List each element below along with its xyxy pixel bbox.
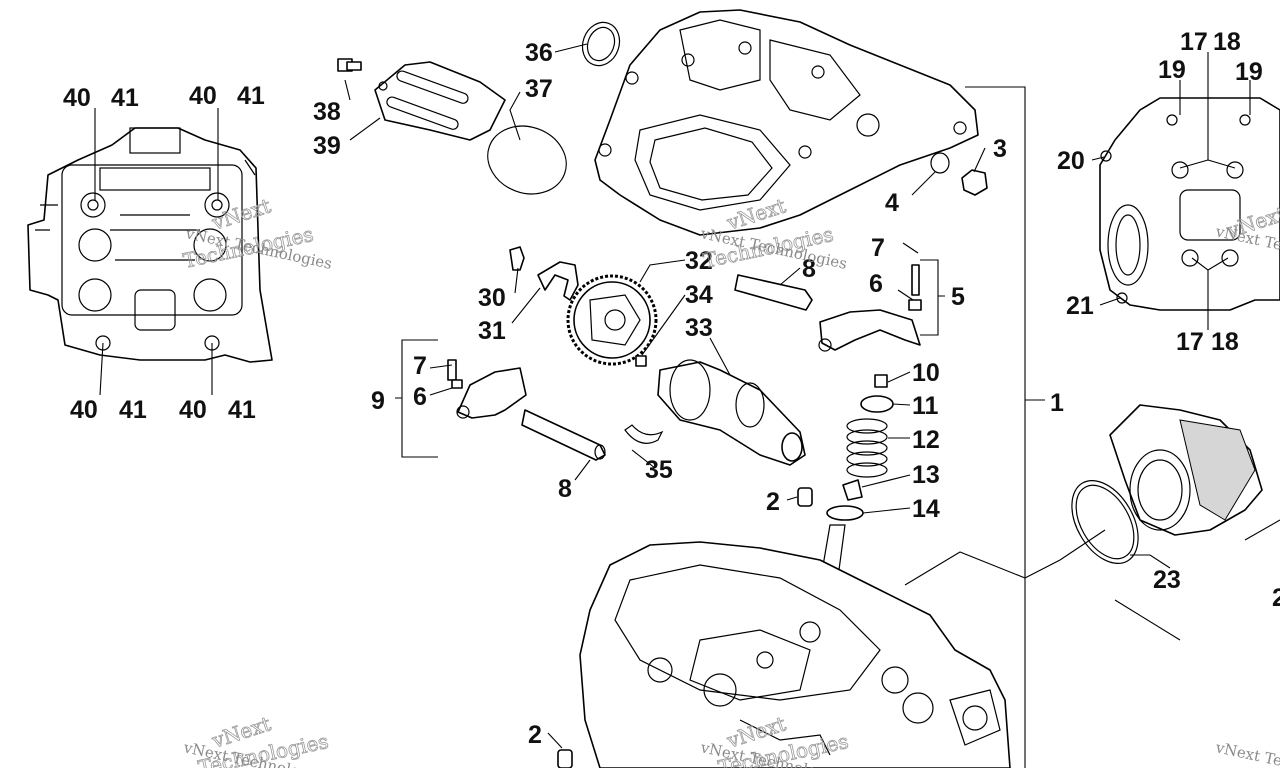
- callout-17-top: 17: [1180, 28, 1208, 56]
- callout-40-bottom-right: 40: [179, 396, 207, 424]
- dowel-2-top: [797, 487, 813, 507]
- callout-40-top-left: 40: [63, 84, 91, 112]
- callout-2-top: 2: [766, 488, 780, 516]
- callout-11: 11: [912, 392, 939, 420]
- callout-8-left: 8: [558, 475, 572, 503]
- cam-sprocket: [566, 274, 658, 366]
- leader-lines: [344, 43, 1280, 768]
- callout-40-top-right: 40: [189, 82, 217, 110]
- callout-37: 37: [525, 75, 553, 103]
- intake-boot: [1109, 404, 1263, 536]
- rocker-arm-right: [818, 264, 922, 352]
- callout-19-left: 19: [1158, 56, 1186, 84]
- callout-38: 38: [313, 98, 341, 126]
- keeper-10: [874, 374, 888, 388]
- callout-32: 32: [685, 247, 713, 275]
- callout-9: 9: [371, 387, 385, 415]
- o-ring-36: [581, 21, 621, 67]
- callout-41-bottom-right: 41: [228, 396, 256, 424]
- plate-31: [537, 261, 579, 301]
- bolt-30: [509, 246, 525, 271]
- callout-17-bottom: 17: [1176, 328, 1204, 356]
- shaft-8-right: [734, 274, 813, 311]
- callout-13: 13: [912, 461, 940, 489]
- callout-19-right: 19: [1235, 58, 1263, 86]
- callout-18-top: 18: [1213, 28, 1241, 56]
- gasket-37: [487, 125, 567, 195]
- seal-13: [842, 479, 863, 501]
- callout-41-top-left: 41: [111, 84, 139, 112]
- callout-33: 33: [685, 314, 713, 342]
- callout-18-bottom: 18: [1211, 328, 1239, 356]
- callout-31: 31: [478, 317, 506, 345]
- callout-21: 21: [1066, 292, 1094, 320]
- callout-34: 34: [685, 281, 713, 309]
- callout-41-top-right: 41: [237, 82, 265, 110]
- callout-8-right: 8: [802, 255, 816, 283]
- pin-34: [635, 355, 647, 367]
- plug-3: [961, 169, 988, 196]
- callout-12: 12: [912, 426, 940, 454]
- clip-35: [624, 424, 664, 444]
- inset-intake-side: [1099, 97, 1280, 311]
- cylinder-head: [579, 541, 1011, 768]
- callout-10: 10: [912, 359, 940, 387]
- clamp-23: [1071, 479, 1139, 565]
- callout-2-partial: 2: [1272, 584, 1280, 612]
- callout-23: 23: [1153, 566, 1181, 594]
- callout-2-bottom: 2: [528, 721, 542, 749]
- cover-plate: [337, 58, 506, 141]
- callout-4: 4: [885, 189, 899, 217]
- shaft-8-left: [521, 409, 606, 461]
- watermark-caption: vNext Technologies: [1213, 738, 1280, 768]
- callout-30: 30: [478, 284, 506, 312]
- dowel-2-bottom: [557, 749, 573, 768]
- retainer-11: [860, 395, 894, 413]
- callout-1: 1: [1050, 389, 1064, 417]
- callout-7-right: 7: [871, 234, 885, 262]
- callout-6-left: 6: [413, 383, 427, 411]
- callout-20: 20: [1057, 147, 1085, 175]
- valve-cover: [594, 9, 979, 236]
- callout-7-left: 7: [413, 352, 427, 380]
- callout-35: 35: [645, 456, 673, 484]
- washer-4: [930, 152, 950, 174]
- callout-6-right: 6: [869, 270, 883, 298]
- camshaft: [657, 359, 806, 466]
- inset-leaders: [94, 108, 219, 396]
- callout-5: 5: [951, 283, 965, 311]
- callout-40-bottom-left: 40: [70, 396, 98, 424]
- callout-39: 39: [313, 132, 341, 160]
- valve-spring-12: [846, 418, 888, 478]
- callout-14: 14: [912, 495, 940, 523]
- washer-14: [826, 505, 864, 521]
- rocker-arm-left: [447, 359, 527, 419]
- callout-3: 3: [993, 135, 1007, 163]
- callout-36: 36: [525, 39, 553, 67]
- callout-41-bottom-left: 41: [119, 396, 147, 424]
